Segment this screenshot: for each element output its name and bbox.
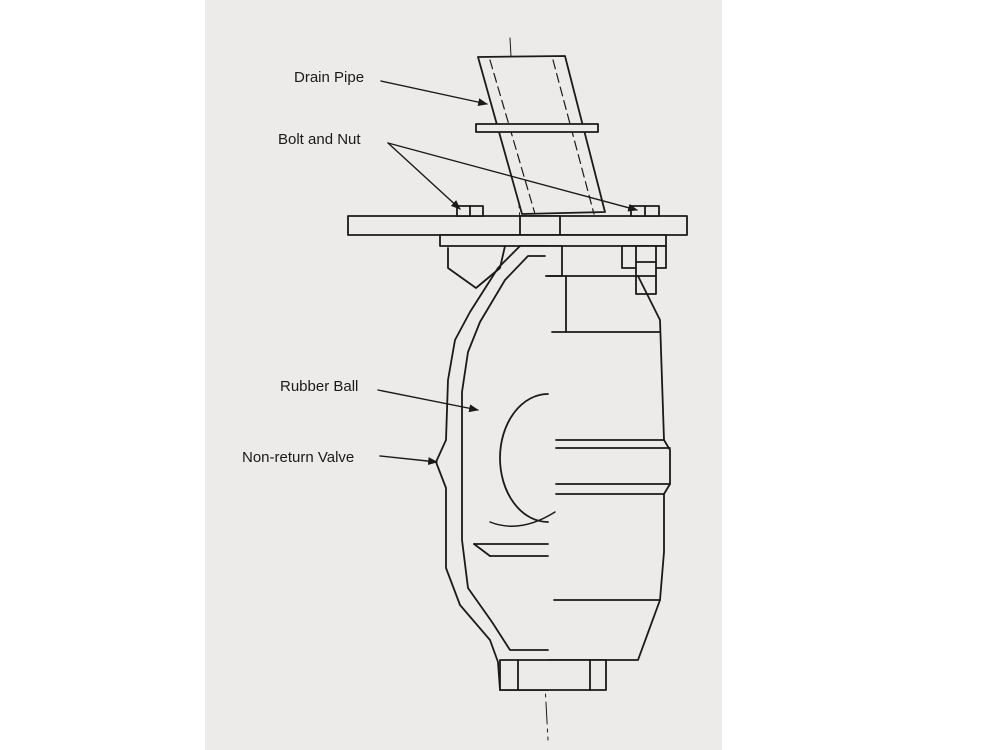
label-non-return-valve: Non-return Valve (242, 449, 355, 466)
pipe-band (475, 123, 599, 133)
label-drain-pipe: Drain Pipe (294, 69, 365, 86)
leader-non-return-valve (379, 455, 438, 465)
outlet-spigot (499, 659, 607, 691)
mounting-plate (347, 215, 688, 236)
label-rubber-ball: Rubber Ball (280, 378, 359, 395)
label-bolt-and-nut: Bolt and Nut (278, 131, 361, 148)
valve-body-section (435, 245, 549, 691)
leader-drain-pipe (380, 80, 488, 106)
valve-body-exterior (547, 275, 671, 661)
leader-lines (377, 80, 638, 465)
leader-rubber-ball (377, 389, 479, 413)
leader-bolt-left (387, 142, 461, 210)
leader-bolt-right (387, 142, 638, 212)
drain-pipe (477, 55, 606, 215)
flange (439, 234, 667, 277)
rubber-ball (489, 393, 556, 527)
bolt-left (456, 205, 484, 217)
